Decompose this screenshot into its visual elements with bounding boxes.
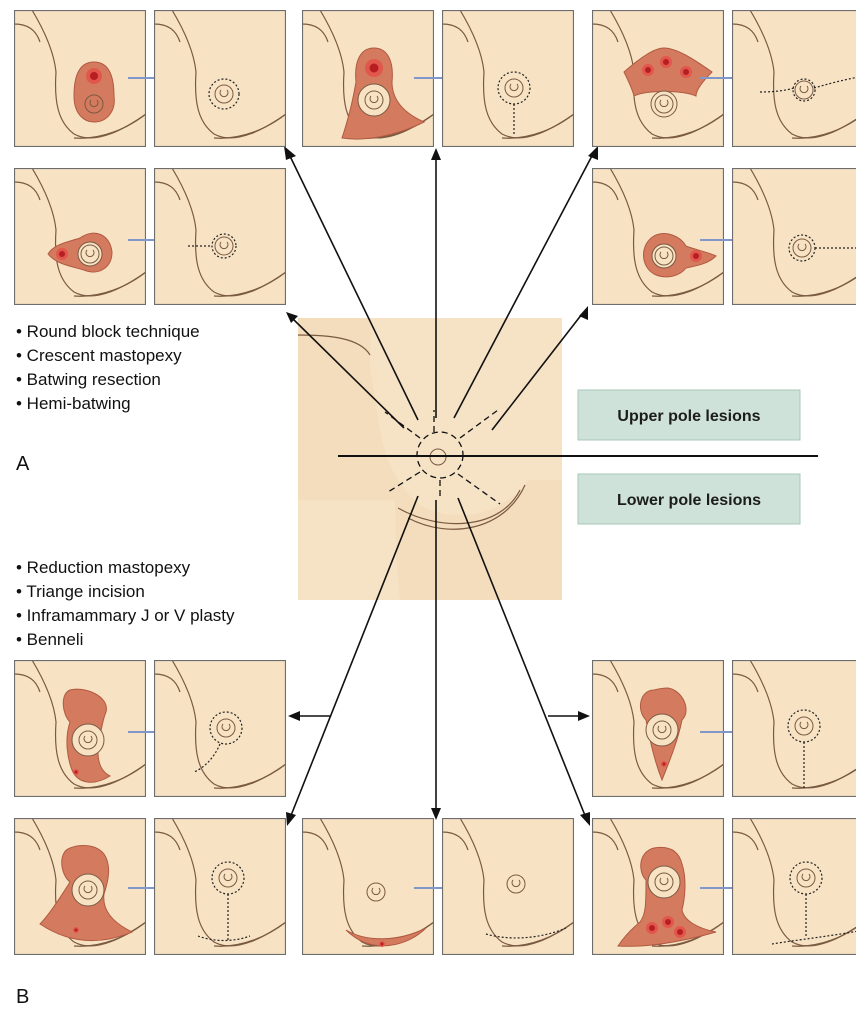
ray-head-5 — [579, 306, 588, 320]
upper-technique-list: • Round block technique • Crescent masto… — [16, 322, 200, 413]
ray-head-10 — [578, 711, 590, 721]
j-plasty-postop — [154, 660, 286, 797]
upper-technique-1: • Round block technique — [16, 322, 200, 341]
upper-pole-label: Upper pole lesions — [617, 408, 760, 425]
upper-technique-2: • Crescent mastopexy — [16, 346, 182, 365]
crescent-postop — [442, 10, 574, 147]
lower-technique-4: • Benneli — [16, 630, 83, 649]
lower-pole-label: Lower pole lesions — [617, 492, 761, 509]
inframammary-postop — [442, 818, 574, 955]
inframammary-preop — [302, 818, 434, 955]
lower-technique-1: • Reduction mastopexy — [16, 558, 191, 577]
upper-technique-4: • Hemi-batwing — [16, 394, 131, 413]
v-plasty-postop — [732, 660, 856, 797]
reduction-mastopexy-preop — [14, 818, 146, 955]
j-plasty-preop — [14, 660, 146, 797]
hemi-batwing-preop — [592, 168, 724, 305]
ray-head-3 — [588, 146, 598, 160]
lower-technique-3: • Inframammary J or V plasty — [16, 606, 235, 625]
ray-head-9 — [288, 711, 300, 721]
hemi-batwing-postop — [732, 168, 856, 305]
round-block-preop — [14, 10, 146, 147]
lower-technique-2: • Triange incision — [16, 582, 145, 601]
benneli-preop — [592, 818, 724, 955]
reduction-mastopexy-postop — [154, 818, 286, 955]
upper-technique-3: • Batwing resection — [16, 370, 161, 389]
ray-head-6 — [286, 812, 296, 826]
v-plasty-preop — [592, 660, 724, 797]
lower-technique-list: • Reduction mastopexy • Triange incision… — [16, 558, 235, 649]
upper-pole-box: Upper pole lesions — [578, 390, 800, 440]
benneli-postop — [732, 818, 856, 955]
round-block-postop — [154, 10, 286, 147]
ray-head-2 — [431, 148, 441, 160]
lower-pole-box: Lower pole lesions — [578, 474, 800, 524]
panel-label-b: B — [16, 986, 29, 1008]
ray-head-8 — [580, 812, 590, 826]
lateral-wedge-preop — [14, 168, 146, 305]
panel-label-a: A — [16, 453, 30, 475]
ray-head-1 — [284, 146, 296, 160]
batwing-postop — [732, 10, 856, 147]
central-breast — [298, 318, 818, 600]
lateral-wedge-postop — [154, 168, 286, 305]
